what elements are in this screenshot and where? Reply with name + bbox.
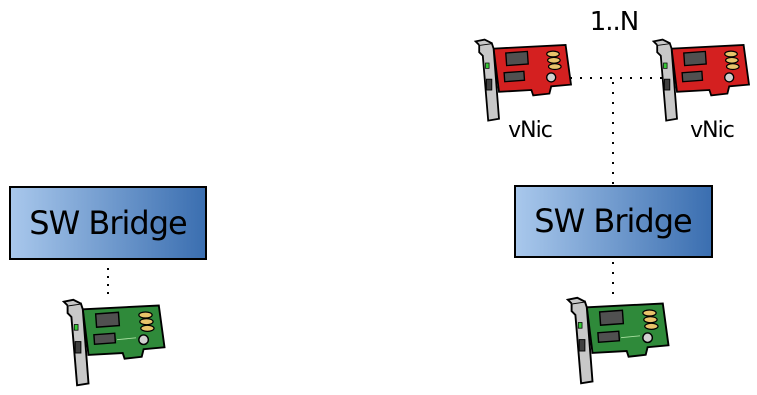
vnic-right-label: vNic: [690, 118, 734, 143]
left-bridge-label: SW Bridge: [29, 204, 186, 242]
network-card-icon: [565, 296, 670, 385]
multiplicity-label: 1..N: [590, 7, 639, 37]
right-bridge-label: SW Bridge: [534, 202, 691, 240]
right-diagram: 1..N vNic: [473, 7, 751, 385]
network-card-icon: [61, 298, 166, 387]
vnic-left-label: vNic: [508, 118, 552, 143]
virtual-network-card-icon: [473, 38, 573, 122]
right-bridge-box: [514, 185, 713, 258]
left-bridge-box: [9, 186, 207, 260]
left-diagram: SW Bridge: [9, 186, 207, 387]
virtual-network-card-icon: [651, 38, 751, 122]
